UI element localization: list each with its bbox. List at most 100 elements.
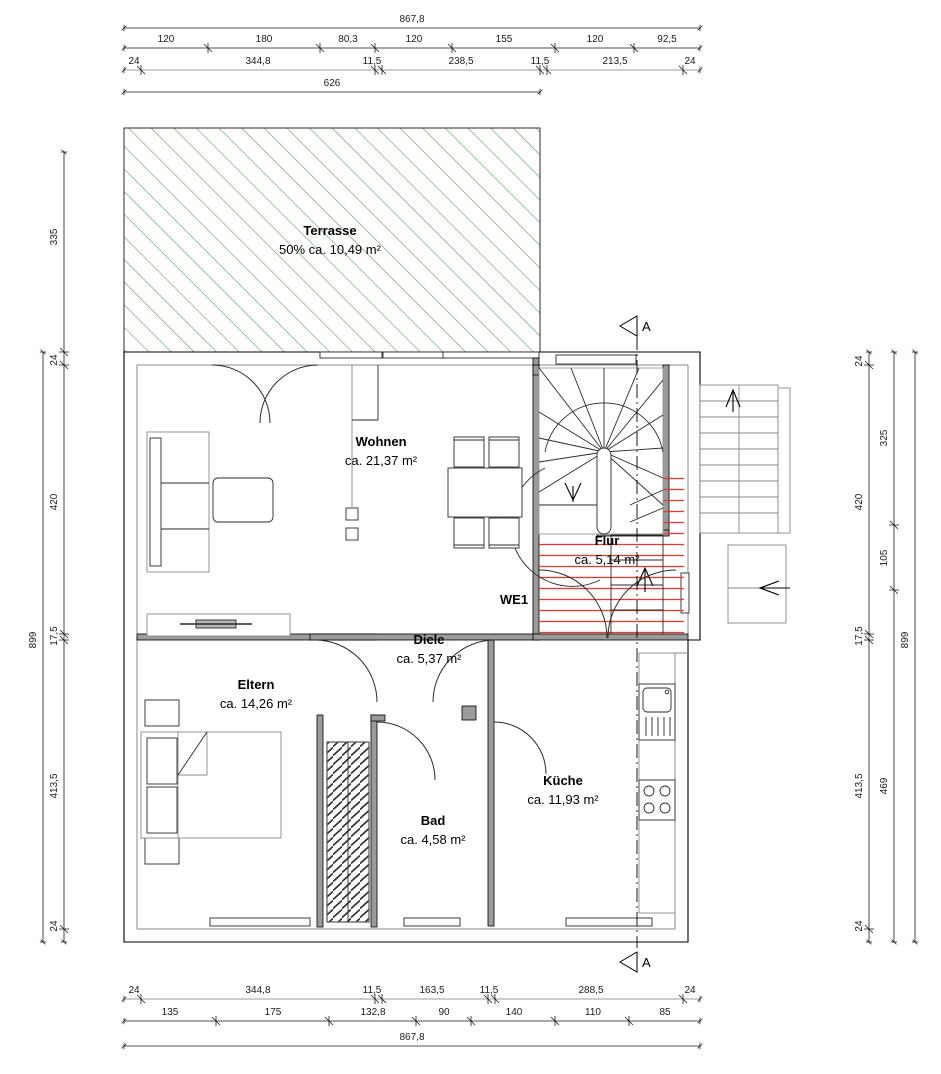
niche-box-1 [345,507,359,521]
dim-right-middle: 325 105 469 [879,349,899,945]
dim-value: 867,8 [399,1032,424,1043]
kueche-area: ca. 11,93 m² [527,792,599,807]
dim-right-inner: 24 420 17,5 413,5 24 [854,349,874,945]
window-terrace-3 [442,351,540,359]
dim-value: 90 [438,1007,450,1018]
window-eltern-south [209,917,311,927]
dim-value: 213,5 [602,56,627,67]
dim-value: 420 [854,493,865,510]
dimensions-right: 24 420 17,5 413,5 24 325 105 469 899 [854,349,919,945]
window-kueche-south [565,917,653,927]
dim-left-overall: 899 [28,349,47,945]
doors [211,364,677,781]
terrasse-label: Terrasse [303,223,356,238]
exterior-staircase [699,384,791,624]
room-kueche: Küche ca. 11,93 m² [527,773,599,807]
dim-value: 24 [49,920,60,932]
sofa-seat-divisions [161,482,209,530]
dim-left-inner: 335 24 420 17,5 413,5 24 [49,149,69,945]
wall-wohnen-flur [532,357,540,635]
eltern-label: Eltern [238,677,275,692]
door-terrace-right [259,364,319,424]
partition-stub [352,365,379,421]
burner [643,785,655,797]
dimensions-left: 335 24 420 17,5 413,5 24 899 [28,149,69,945]
entry-direction-arrow [758,580,790,596]
dim-value: 155 [496,34,513,45]
dim-value: 24 [49,354,60,366]
flur-label: Flur [595,533,620,548]
stair-newel-post [596,447,612,535]
dining-set-icon [447,436,523,549]
dim-value: 11,5 [363,985,382,996]
window-terrace-2 [382,351,446,359]
sofa-icon [146,431,210,573]
dim-top-wall: 24 344,8 11,5 238,5 11,5 213,5 24 [121,56,703,75]
door-eltern-bad [376,721,436,781]
flur-area: ca. 5,14 m² [574,552,640,567]
dim-value: 288,5 [578,985,603,996]
kueche-label: Küche [543,773,583,788]
dim-value: 17,5 [854,626,865,646]
dim-value: 11,5 [480,985,499,996]
dim-bottom-wall: 24 344,8 11,5 163,5 11,5 288,5 24 [121,985,703,1004]
coffee-table-icon [212,477,274,523]
dim-value: 325 [879,429,890,446]
stair-walkline-lower [509,467,601,587]
entry-platform [727,544,787,624]
bad-area: ca. 4,58 m² [400,832,466,847]
dim-right-overall: 899 [900,349,919,945]
dim-value: 420 [49,493,60,510]
dim-value: 110 [585,1007,601,1018]
room-diele: Diele ca. 5,37 m² [396,632,462,666]
kitchen-sink-icon [638,683,676,741]
room-wohnen: Wohnen ca. 21,37 m² [345,434,418,468]
dim-value: 11,5 [363,56,382,67]
bed-duvet-fold [177,731,208,776]
wall-stub-diele [461,705,477,721]
room-bad: Bad ca. 4,58 m² [326,741,466,923]
diele-area: ca. 5,37 m² [396,651,462,666]
dim-value: 899 [28,631,39,648]
section-arrow-top [619,315,638,337]
section-marker-top: A [619,315,651,337]
dim-value: 413,5 [854,773,865,798]
dining-chair [453,517,485,549]
burner [659,802,671,814]
sideboard-tv-icon [146,613,291,637]
dim-value: 105 [879,549,890,566]
sink-tap [664,689,670,695]
dim-value: 85 [659,1007,671,1018]
terrasse-outline [123,127,541,353]
openings [209,351,690,927]
wall-stair-left [532,364,540,376]
dim-value: 132,8 [360,1007,385,1018]
dim-value: 867,8 [399,14,424,25]
door-wohnen-diele [314,639,378,703]
dim-value: 180 [256,34,273,45]
dim-value: 24 [854,920,865,932]
dim-top-inner: 120 180 80,3 120 155 120 92,5 [121,34,703,53]
dim-value: 120 [587,34,604,45]
door-terrace-left [211,364,271,424]
cooktop-body [638,779,676,821]
dim-value: 135 [162,1007,179,1018]
nightstand [144,837,180,865]
dim-value: 140 [506,1007,523,1018]
dim-top-overall: 867,8 [121,14,703,32]
dim-value: 344,8 [245,985,270,996]
dim-value: 626 [324,78,341,89]
wall-flur-south [532,633,689,641]
dim-bottom-inner: 135 175 132,8 90 140 110 85 [121,1007,703,1026]
burner [659,785,671,797]
stair-down-arrow [564,482,582,502]
window-terrace-1 [319,351,383,359]
section-line-a: A A [619,315,651,973]
sink-basin [642,687,672,713]
dining-chair [488,517,520,549]
dim-value: 80,3 [338,34,358,45]
exterior-wall-inner-face [136,364,688,930]
dim-value: 24 [684,56,696,67]
dim-value: 344,8 [245,56,270,67]
